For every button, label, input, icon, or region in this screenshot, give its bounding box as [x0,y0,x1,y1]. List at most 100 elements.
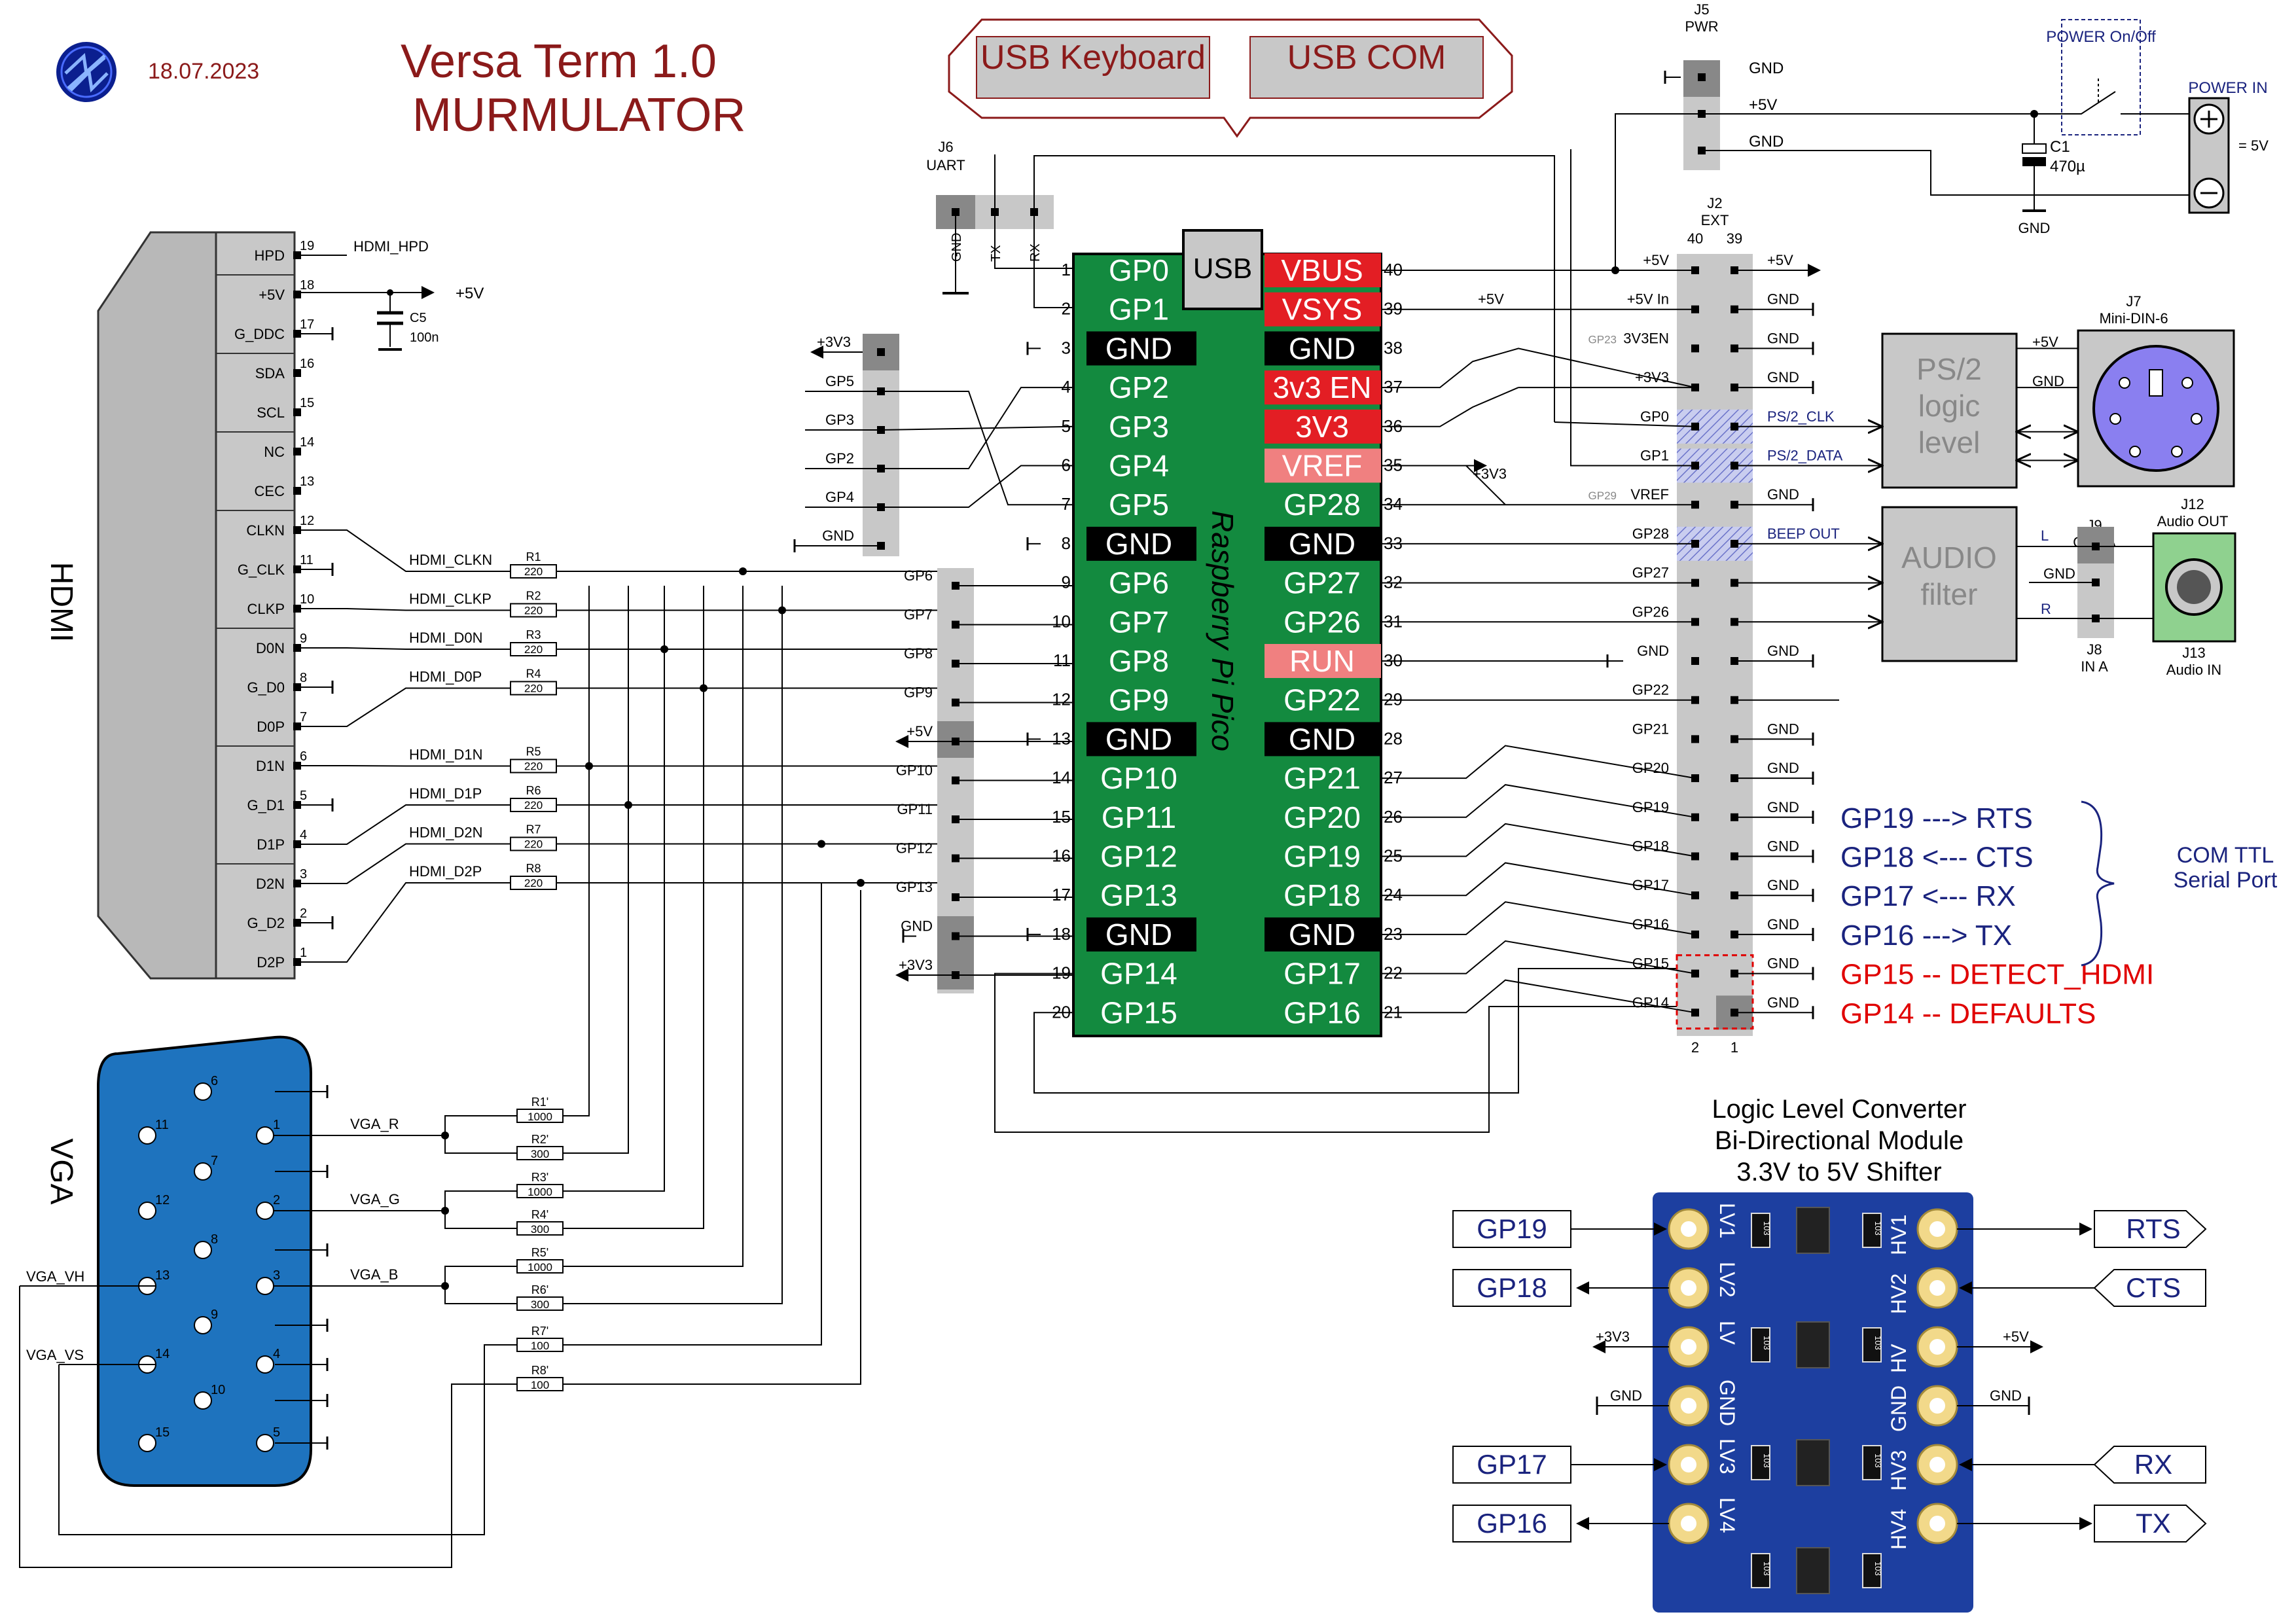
hdmi-net-label: HDMI_D0P [409,669,482,685]
llc-title1: Logic Level Converter [1712,1095,1966,1124]
pico-pin-number: 15 [1052,807,1071,827]
j6-pin-label: TX [989,245,1003,262]
hdmi-pin-label: G_D1 [247,797,285,813]
pico-pin-label: GP28 [1283,488,1361,522]
power-switch-label: POWER On/Off [2046,28,2156,46]
hdmi-pin: G_D15 [247,789,308,813]
j7-name: Mini-DIN-6 [2099,310,2168,327]
pico-pin-left: GP0 1 [1062,253,1169,287]
j2-col-left: 40 [1687,230,1703,247]
pico-pin-left: GP12 [1062,293,1169,327]
pico-pin-number: 1 [1062,260,1071,279]
j2-left-label: GP27 [1632,565,1669,581]
pico-pin-label: GP7 [1109,605,1169,639]
hdmi-pin-label: G_D0 [247,679,285,696]
resistor-value: 1000 [528,1186,552,1198]
llc-left-tag [1452,1446,1571,1484]
j2-left-label: GP1 [1640,448,1669,464]
hdmi-pin-number: 1 [300,946,307,960]
hdmi-pin-label: D0P [257,719,285,735]
llc-right-pad-label: GND [1887,1385,1910,1432]
pico-name: Raspberry Pi Pico [1206,510,1240,751]
j2-right-label: GND [1767,330,1799,346]
resistor-code: 103 [1873,1561,1883,1576]
vga-pin-number: 15 [155,1425,170,1440]
resistor-ref: R5' [531,1246,548,1259]
wire [563,586,744,1267]
llc-left-ext: GND [1610,1387,1642,1404]
audio-r: R [2041,601,2051,617]
pin-pad [293,683,301,691]
pico-pin-number: 5 [1062,416,1071,436]
llc-title3: 3.3V to 5V Shifter [1736,1158,1942,1186]
j2-right-label: GND [1767,643,1799,659]
pico-pin-label: GND [1105,527,1172,561]
hdmi-5v-net: +5V [456,285,484,302]
resistor-ref: R6 [526,784,541,797]
wire [1381,465,1506,505]
llc-pad-left: LV3 [1668,1438,1739,1486]
resistor-code: 103 [1873,1454,1883,1468]
pico-pin-number: 6 [1062,455,1071,475]
j6-name: UART [926,157,965,173]
mid-header-row: GP8 [904,645,933,662]
wire [2062,91,2116,115]
hdmi-pin-label: D1P [257,836,285,853]
junction [1611,266,1619,274]
pico-pin-number: 38 [1384,338,1403,357]
wire [994,972,1695,1133]
llc-pad-right: GND [1887,1385,1958,1432]
j2-body [1677,254,1753,1036]
llc-left-pad-label: GND [1715,1380,1739,1426]
wire [1554,421,1696,427]
hdmi-pin-number: 10 [300,592,314,607]
pico-pin-label: GP0 [1109,253,1169,287]
pin-pad [293,565,301,573]
resistor-value: 300 [531,1298,549,1311]
llc-right-tag [2093,1446,2206,1484]
resistor-value: 220 [524,565,543,578]
j2-right-label: GND [1767,721,1799,737]
wire [444,1115,517,1135]
j12-name: Audio OUT [2157,513,2229,529]
vga-pin-number: 12 [155,1193,170,1207]
vga-pin-number: 8 [211,1232,218,1247]
wire [1033,155,1555,422]
hdmi-net-label: HDMI_D1N [409,747,482,763]
usb-port [1182,229,1263,310]
pin-pad [293,722,301,730]
j6-ref: J6 [938,139,953,155]
pico-pin-number: 10 [1052,611,1071,631]
llc-left-ext: GP17 [1477,1449,1547,1480]
vga-label: VGA [44,1138,79,1204]
mid-header-row: +5V [906,723,933,740]
pin-pad [293,644,301,652]
vga-pin: 4 [256,1347,280,1374]
pico-pin-label: GP20 [1283,800,1361,834]
llc-left-tag [1452,1269,1571,1307]
hdmi-pin-label: CLKN [246,522,285,539]
vga-vh-net: VGA_VH [26,1268,84,1285]
wire [1381,784,1696,818]
wire [563,586,704,1229]
wire [563,890,861,1385]
pico-pin-label: GP2 [1109,370,1169,404]
ps2-box-text: level [1918,425,1981,459]
wire [881,387,1073,469]
wire [563,586,590,1116]
wire [301,608,511,611]
pico-pin-label: GP21 [1283,761,1361,795]
llc-left-pad-label: LV4 [1715,1497,1739,1533]
pico-pin-label: GND [1289,331,1355,365]
llc-left-pad-label: LV3 [1715,1438,1739,1474]
j2-right-label: GND [1767,916,1799,933]
